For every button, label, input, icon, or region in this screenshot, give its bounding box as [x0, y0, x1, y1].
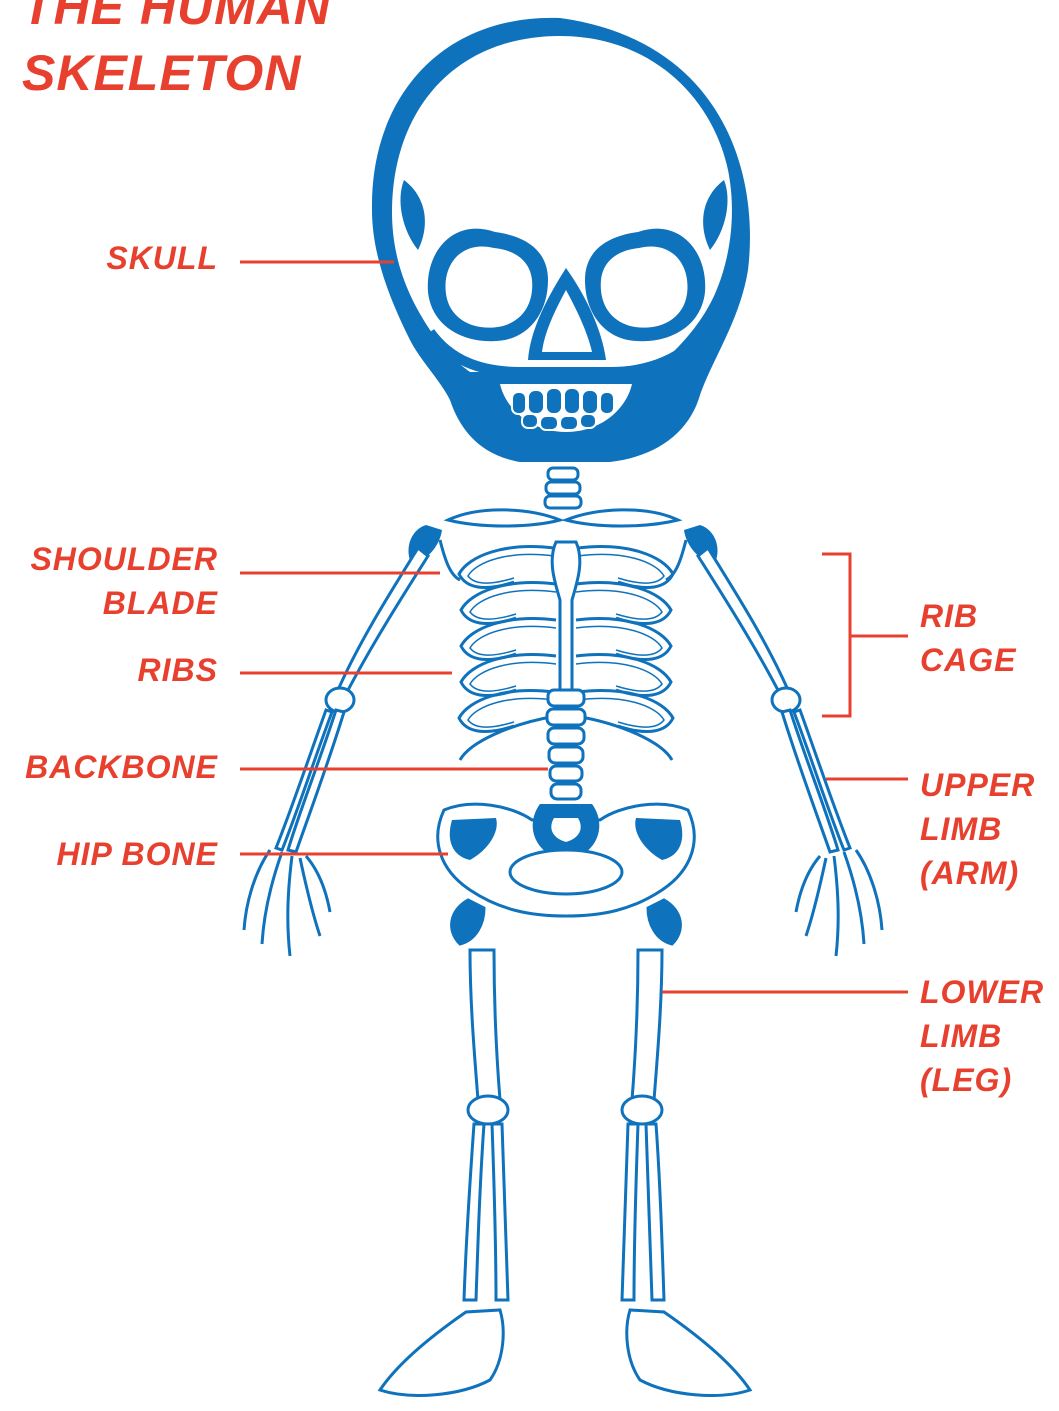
label-upper-limb-line-3: (ARM): [920, 851, 1035, 895]
label-lower-limb-line-1: LOWER: [920, 970, 1044, 1014]
right-leg: [622, 900, 750, 1395]
label-hip-bone: HIP BONE: [57, 832, 219, 876]
label-skull: SKULL: [106, 236, 218, 280]
label-rib-cage: RIB CAGE: [920, 594, 1016, 682]
left-leg: [380, 900, 508, 1395]
sternum: [552, 542, 580, 690]
label-shoulder-blade: SHOULDER BLADE: [30, 537, 218, 625]
label-lower-limb-line-3: (LEG): [920, 1058, 1044, 1102]
label-upper-limb: UPPER LIMB (ARM): [920, 763, 1035, 895]
skull: [372, 18, 750, 462]
label-shoulder-blade-line-1: SHOULDER: [30, 537, 218, 581]
right-arm: [698, 548, 882, 956]
right-hand: [796, 850, 882, 956]
label-lower-limb: LOWER LIMB (LEG): [920, 970, 1044, 1102]
label-ribs: RIBS: [138, 648, 218, 692]
label-shoulder-blade-line-2: BLADE: [30, 581, 218, 625]
right-foot: [627, 1310, 750, 1395]
label-rib-cage-line-1: RIB: [920, 594, 1016, 638]
clavicles: [448, 510, 678, 526]
left-arm: [244, 548, 428, 956]
pelvis: [438, 804, 694, 916]
label-backbone: BACKBONE: [25, 745, 218, 789]
label-lower-limb-line-2: LIMB: [920, 1014, 1044, 1058]
neck-vertebrae: [545, 468, 581, 508]
label-rib-cage-line-2: CAGE: [920, 638, 1016, 682]
label-backbone-text: BACKBONE: [25, 745, 218, 789]
left-hand: [244, 850, 330, 956]
label-skull-text: SKULL: [106, 236, 218, 280]
backbone: [547, 690, 585, 799]
label-hip-bone-text: HIP BONE: [57, 832, 219, 876]
left-foot: [380, 1310, 503, 1395]
label-upper-limb-line-2: LIMB: [920, 807, 1035, 851]
rib-cage-bracket: [822, 554, 850, 716]
label-ribs-text: RIBS: [138, 648, 218, 692]
label-upper-limb-line-1: UPPER: [920, 763, 1035, 807]
